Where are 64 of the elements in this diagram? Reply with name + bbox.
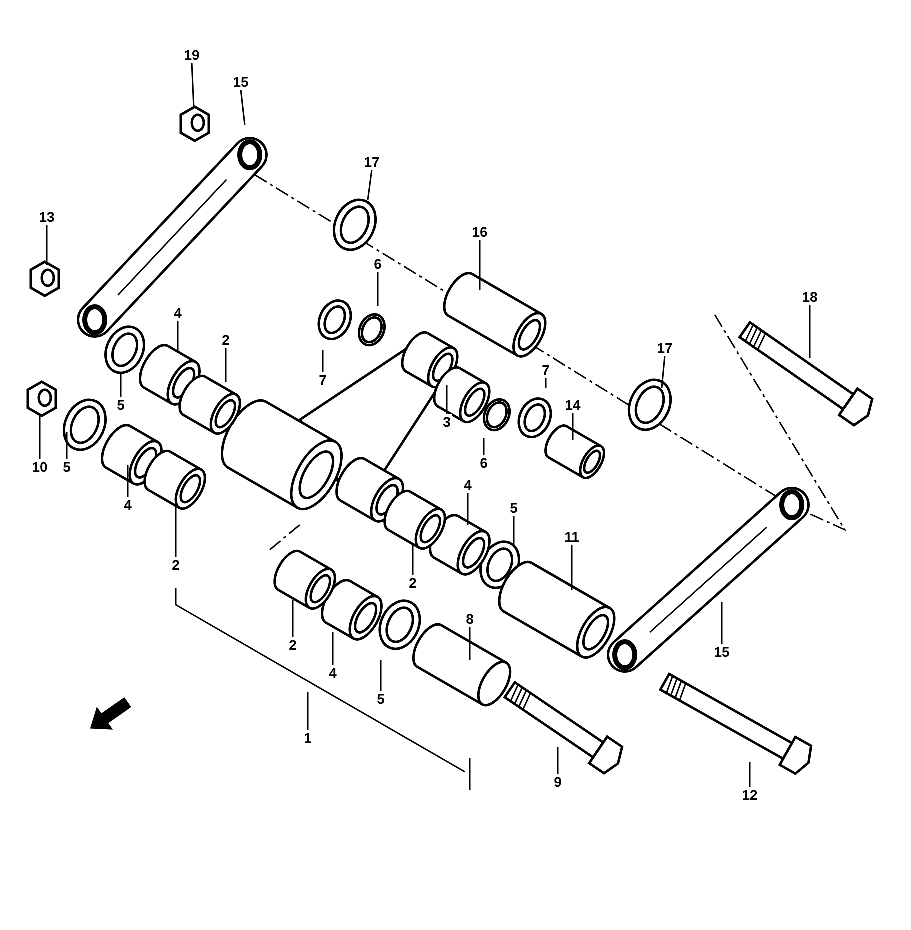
callout-number: 7: [541, 362, 551, 378]
leader-line: [467, 493, 469, 525]
callout-number: 8: [465, 611, 475, 627]
callout-number: 19: [183, 47, 201, 63]
callout-number: 12: [741, 787, 759, 803]
leader-line: [120, 372, 122, 397]
callout-number: 18: [801, 289, 819, 305]
callout-number: 5: [509, 500, 519, 516]
leader-line: [809, 305, 811, 358]
callout-number: 5: [116, 397, 126, 413]
leader-line: [661, 356, 666, 388]
callout-number: 4: [123, 497, 133, 513]
callout-number: 6: [373, 256, 383, 272]
callout-number: 4: [173, 305, 183, 321]
callout-number: 2: [408, 575, 418, 591]
callout-number: 17: [656, 340, 674, 356]
leader-line: [571, 545, 573, 590]
callout-number: 6: [479, 455, 489, 471]
callout-number: 13: [38, 209, 56, 225]
leader-line: [225, 348, 227, 382]
callout-number: 11: [564, 529, 580, 545]
leader-line: [46, 225, 48, 265]
leader-line: [191, 62, 195, 108]
callout-number: 9: [553, 774, 563, 790]
leader-line: [127, 465, 129, 497]
leader-line: [749, 762, 751, 787]
leader-line: [332, 632, 334, 665]
leader-line: [367, 170, 373, 200]
leader-line: [469, 627, 471, 660]
callout-number: 4: [328, 665, 338, 681]
leader-line: [240, 90, 246, 126]
leader-line: [513, 516, 515, 545]
callout-number: 4: [463, 477, 473, 493]
callout-number: 2: [221, 332, 231, 348]
leader-line: [479, 240, 481, 290]
callout-number: 10: [31, 459, 49, 475]
callout-number: 2: [171, 557, 181, 573]
leader-line: [572, 413, 574, 440]
leader-line: [380, 660, 382, 691]
callout-number: 14: [564, 397, 582, 413]
callout-number: 16: [471, 224, 489, 240]
callout-number: 5: [62, 459, 72, 475]
leader-line: [545, 378, 547, 388]
callout-number: 7: [318, 372, 328, 388]
callout-number: 17: [363, 154, 381, 170]
leader-line: [307, 692, 309, 730]
leader-line: [175, 505, 177, 557]
leader-line: [721, 602, 723, 644]
callout-number: 2: [288, 637, 298, 653]
callout-number: 3: [442, 414, 452, 430]
callout-number: 1: [303, 730, 313, 746]
leader-line: [322, 350, 324, 372]
leader-line: [292, 600, 294, 637]
callout-number: 15: [232, 74, 250, 90]
callout-number: 15: [713, 644, 731, 660]
leader-line: [446, 385, 448, 414]
callout-number: 5: [376, 691, 386, 707]
leader-line: [412, 545, 414, 575]
leader-line: [483, 438, 485, 455]
leader-line: [177, 321, 179, 352]
leader-line: [39, 415, 41, 459]
leader-line: [66, 432, 68, 459]
leader-line: [557, 747, 559, 774]
leader-line: [377, 272, 379, 306]
